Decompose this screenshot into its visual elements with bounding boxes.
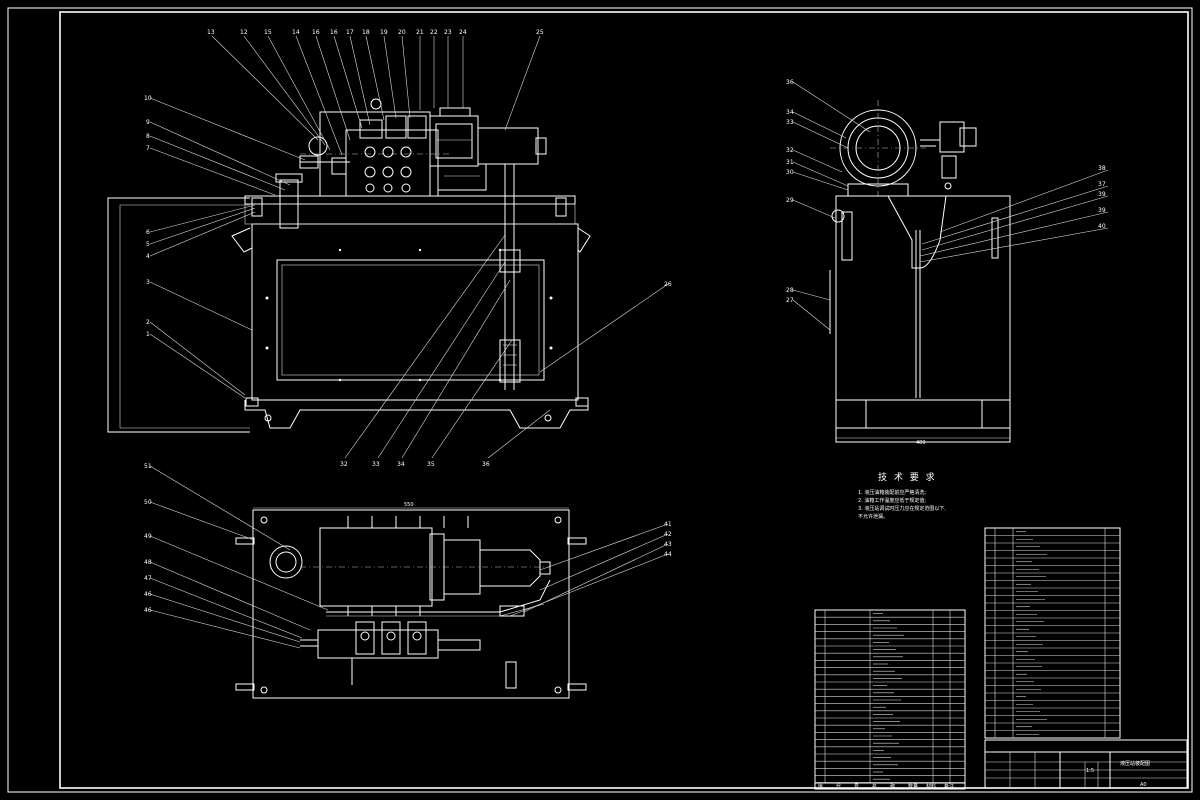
sheet-size: A0 — [1140, 782, 1147, 788]
tech-req-item: 3. 液压站调试时压力应在规定范围以下, — [858, 505, 946, 512]
drawing-name: 液压站装配图 — [1120, 760, 1150, 767]
svg-text:32: 32 — [340, 461, 348, 468]
svg-text:26: 26 — [664, 281, 672, 288]
svg-text:1: 1 — [146, 331, 150, 338]
svg-text:37: 37 — [1098, 181, 1106, 188]
svg-text:25: 25 — [536, 29, 544, 36]
svg-text:32: 32 — [786, 147, 794, 154]
svg-text:4: 4 — [146, 253, 150, 260]
drawing-scale: 1:5 — [1086, 768, 1094, 774]
svg-text:36: 36 — [482, 461, 490, 468]
parts-header-cell: 备注 — [944, 783, 954, 790]
svg-text:39: 39 — [1098, 207, 1106, 214]
svg-text:28: 28 — [786, 287, 794, 294]
sheet-inner-border — [59, 11, 1189, 789]
svg-text:34: 34 — [786, 109, 794, 116]
parts-header-cell: 材料 — [926, 783, 936, 790]
title-block: 液压站装配图 1:5 A0 — [984, 739, 1188, 789]
svg-text:17: 17 — [346, 29, 354, 36]
svg-text:20: 20 — [398, 29, 406, 36]
parts-header-cell: 代 — [836, 783, 841, 790]
tech-req-item: 2. 油箱工作温度应低于规定值; — [858, 497, 926, 504]
svg-text:36: 36 — [786, 79, 794, 86]
svg-text:9: 9 — [146, 119, 150, 126]
parts-list-right — [984, 527, 1121, 739]
svg-text:12: 12 — [240, 29, 248, 36]
sheet-outer-border — [7, 7, 1193, 793]
svg-text:16: 16 — [312, 29, 320, 36]
parts-header-cell: 号 — [854, 784, 859, 790]
svg-text:16: 16 — [330, 29, 338, 36]
parts-list-left: 序 代 号 名 称 数量 材料 备注 — [814, 609, 966, 790]
svg-text:10: 10 — [144, 95, 152, 102]
svg-text:33: 33 — [786, 119, 794, 126]
front-view: 13 12 15 14 16 16 17 18 19 20 21 22 23 2… — [107, 29, 672, 468]
svg-text:42: 42 — [664, 531, 672, 538]
svg-text:46: 46 — [144, 591, 152, 598]
svg-text:23: 23 — [444, 29, 452, 36]
svg-text:8: 8 — [146, 133, 150, 140]
svg-text:39: 39 — [1098, 191, 1106, 198]
svg-text:5: 5 — [146, 241, 150, 248]
svg-text:40: 40 — [1098, 223, 1106, 230]
svg-text:19: 19 — [380, 29, 388, 36]
parts-header-cell: 序 — [818, 783, 823, 790]
svg-text:46: 46 — [144, 607, 152, 614]
svg-text:44: 44 — [664, 551, 672, 558]
svg-text:7: 7 — [146, 145, 150, 152]
tech-req-item: 1. 液压油箱装配前应严格清洗; — [858, 489, 926, 496]
svg-text:33: 33 — [372, 461, 380, 468]
svg-text:15: 15 — [264, 29, 272, 36]
svg-text:51: 51 — [144, 463, 152, 470]
tech-requirements-title: 技 术 要 求 — [878, 471, 937, 483]
top-view: 550 — [144, 463, 672, 699]
callout: 13 — [207, 29, 215, 36]
svg-text:14: 14 — [292, 29, 300, 36]
parts-header-cell: 数量 — [908, 783, 918, 790]
side-width-dim: 480 — [916, 440, 926, 446]
parts-header-cell: 称 — [890, 783, 895, 790]
tech-req-item: 不允许泄漏。 — [858, 513, 888, 520]
tech-requirements: 技 术 要 求 1. 液压油箱装配前应严格清洗; 2. 油箱工作温度应低于规定值… — [858, 471, 946, 520]
svg-text:2: 2 — [146, 319, 150, 326]
svg-text:41: 41 — [664, 521, 672, 528]
svg-text:50: 50 — [144, 499, 152, 506]
svg-text:21: 21 — [416, 29, 424, 36]
side-view: 36 34 33 32 31 30 29 28 27 38 37 39 39 4… — [786, 79, 1109, 446]
svg-text:38: 38 — [1098, 165, 1106, 172]
svg-text:34: 34 — [397, 461, 405, 468]
svg-text:29: 29 — [786, 197, 794, 204]
svg-text:35: 35 — [427, 461, 435, 468]
parts-header-cell: 名 — [872, 783, 877, 790]
svg-text:30: 30 — [786, 169, 794, 176]
svg-text:24: 24 — [459, 29, 467, 36]
svg-text:6: 6 — [146, 229, 150, 236]
svg-text:47: 47 — [144, 575, 152, 582]
svg-text:31: 31 — [786, 159, 794, 166]
svg-text:27: 27 — [786, 297, 794, 304]
svg-text:48: 48 — [144, 559, 152, 566]
svg-text:43: 43 — [664, 541, 672, 548]
svg-text:22: 22 — [430, 29, 438, 36]
svg-text:18: 18 — [362, 29, 370, 36]
top-width-dim: 550 — [404, 502, 414, 508]
svg-text:3: 3 — [146, 279, 150, 286]
svg-text:49: 49 — [144, 533, 152, 540]
